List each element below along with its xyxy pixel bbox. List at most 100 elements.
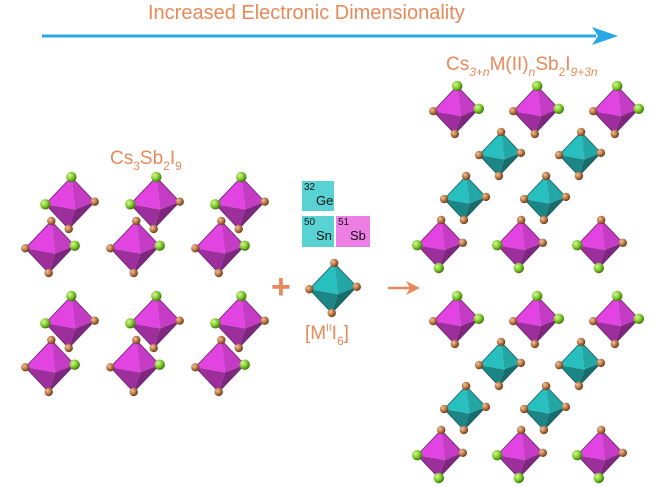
iodide-atom — [217, 335, 226, 345]
iodide-atom — [576, 337, 586, 347]
terminal-iodide-atom — [593, 262, 604, 274]
terminal-iodide-atom — [473, 103, 484, 115]
iodide-atom — [305, 285, 314, 294]
iodide-atom — [481, 402, 491, 412]
terminal-iodide-atom — [151, 290, 162, 302]
iodide-atom — [597, 215, 606, 225]
terminal-iodide-atom — [593, 472, 604, 484]
iodide-atom — [538, 238, 547, 247]
iodide-atom — [217, 216, 226, 226]
iodide-atom — [458, 238, 467, 247]
iodide-atom — [519, 194, 529, 204]
iodide-atom — [597, 425, 606, 435]
iodide-atom — [191, 244, 200, 253]
terminal-iodide-atom — [125, 199, 136, 210]
m-octahedron — [554, 337, 606, 391]
sb-octahedron — [125, 290, 184, 353]
iodide-atom — [149, 343, 158, 353]
iodide-atom — [538, 448, 547, 457]
terminal-iodide-atom — [433, 472, 444, 484]
m-octahedron — [439, 171, 491, 225]
iodide-atom — [129, 387, 138, 397]
iodide-atom — [561, 402, 571, 412]
iodide-atom — [459, 215, 469, 225]
terminal-iodide-atom — [151, 171, 162, 183]
iodide-atom — [234, 224, 243, 234]
iodide-atom — [437, 425, 446, 435]
terminal-iodide-atom — [553, 103, 564, 115]
terminal-iodide-atom — [633, 103, 644, 115]
iodide-atom — [44, 268, 53, 278]
terminal-iodide-atom — [66, 290, 77, 302]
iodide-atom — [519, 404, 529, 414]
sb-octahedron — [191, 335, 250, 397]
m-octahedron — [439, 381, 491, 435]
terminal-iodide-atom — [154, 240, 165, 251]
sb-octahedron — [492, 425, 547, 484]
iodide-atom — [596, 358, 606, 368]
terminal-iodide-atom — [452, 290, 463, 302]
iodide-atom — [90, 316, 99, 325]
sb-octahedron — [572, 425, 627, 484]
iodide-atom — [21, 244, 30, 253]
m-octahedron — [554, 127, 606, 181]
iodide-atom — [496, 337, 506, 347]
m-octahedron — [474, 127, 526, 181]
iodide-atom — [459, 425, 469, 435]
iodide-atom — [561, 192, 571, 202]
terminal-iodide-atom — [633, 313, 644, 324]
iodide-atom — [509, 107, 518, 116]
iodide-atom — [352, 282, 361, 291]
iodide-atom — [461, 381, 471, 391]
m-octahedron — [519, 171, 571, 225]
iodide-atom — [481, 192, 491, 202]
sb-octahedron — [589, 290, 644, 349]
iodide-atom — [576, 127, 586, 137]
iodide-atom — [541, 171, 551, 181]
iodide-atom — [574, 381, 584, 391]
sb-octahedron — [21, 335, 80, 397]
sb-octahedron — [429, 290, 484, 349]
terminal-iodide-atom — [69, 240, 80, 251]
diagram-title: Increased Electronic Dimensionality — [148, 2, 465, 24]
sb-octahedron — [412, 215, 467, 274]
sb-octahedron — [106, 216, 165, 278]
iodide-atom — [260, 316, 269, 325]
iodide-atom — [474, 150, 484, 160]
octahedron-formula: [MIII6] — [305, 323, 349, 348]
iodide-atom — [106, 363, 115, 372]
terminal-iodide-atom — [236, 171, 247, 183]
terminal-iodide-atom — [513, 472, 524, 484]
m-octahedron — [474, 337, 526, 391]
terminal-iodide-atom — [239, 359, 250, 370]
sb-octahedron — [21, 216, 80, 278]
left-formula: Cs3Sb2I9 — [110, 148, 182, 173]
iodide-atom — [554, 150, 564, 160]
iodide-atom — [44, 387, 53, 397]
sb-octahedron — [125, 171, 184, 234]
terminal-iodide-atom — [69, 359, 80, 370]
sb-octahedron — [509, 290, 564, 349]
iodide-atom — [554, 360, 564, 370]
iodide-atom — [450, 129, 459, 139]
iodide-atom — [458, 448, 467, 457]
iodide-atom — [214, 387, 223, 397]
sb-octahedron — [191, 216, 250, 278]
terminal-iodide-atom — [210, 199, 221, 210]
dimensionality-arrow — [42, 27, 618, 45]
reaction-arrow — [388, 281, 420, 295]
iodide-atom — [610, 339, 619, 349]
iodide-atom — [494, 171, 504, 181]
iodide-atom — [234, 343, 243, 353]
iodide-atom — [539, 215, 549, 225]
iodide-atom — [327, 308, 336, 318]
sb-octahedron — [210, 290, 269, 353]
terminal-iodide-atom — [492, 240, 503, 251]
sb-octahedron — [412, 425, 467, 484]
iodide-atom — [530, 339, 539, 349]
right-formula: Cs3+nM(II)nSb2I9+3n — [446, 54, 598, 79]
sb-octahedron — [572, 215, 627, 274]
iodide-atom — [539, 425, 549, 435]
